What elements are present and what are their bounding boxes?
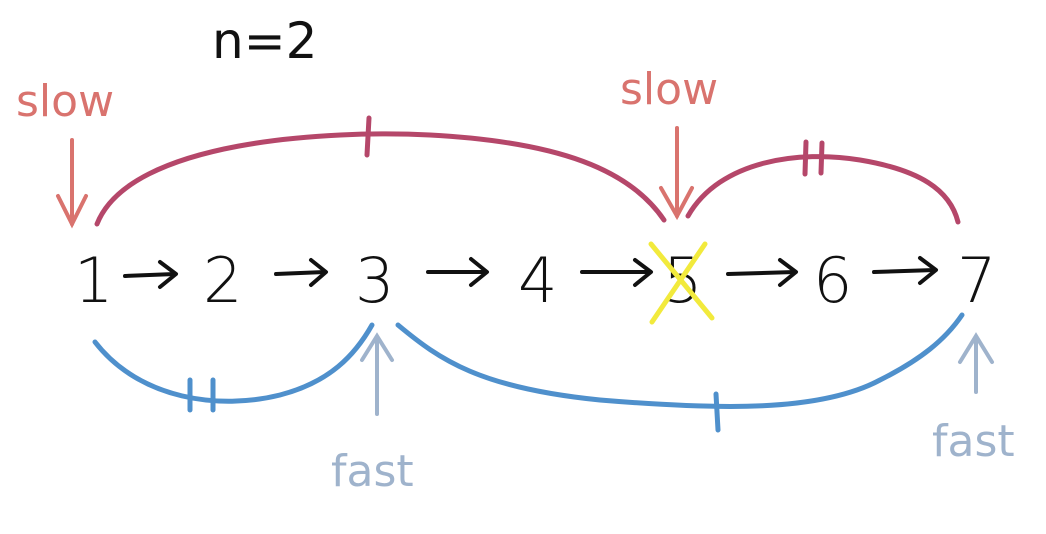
arrow-4-to-5 — [580, 258, 653, 287]
title-n-equals-2: n=2 — [212, 12, 317, 70]
arrow-6-to-7 — [872, 256, 938, 285]
node-2: 2 — [203, 244, 242, 317]
slow-start-label: slow — [16, 76, 114, 127]
fast-end-label: fast — [932, 416, 1015, 467]
fast-start-arrow-head — [360, 332, 394, 362]
arrow-3-to-4 — [426, 257, 489, 287]
list-nodes: 1 2 3 4 5 6 7 — [74, 244, 996, 317]
fast-end-group: fast — [932, 332, 1015, 467]
fast-start-group: fast — [331, 332, 414, 497]
node-3: 3 — [355, 244, 394, 317]
bottom-arc-short — [92, 322, 375, 404]
slow-start-group: slow — [16, 76, 114, 229]
slow-start-arrow-head — [56, 194, 88, 229]
bottom-arc-long — [395, 312, 965, 409]
top-arc-short — [685, 154, 961, 225]
arrow-2-to-3 — [274, 258, 328, 287]
fast-end-arrow-head — [958, 332, 994, 364]
node-1: 1 — [74, 244, 113, 317]
slow-end-label: slow — [620, 64, 718, 115]
node-4: 4 — [518, 244, 557, 317]
bottom-arc-single-tick — [713, 391, 721, 433]
removed-node-cross-icon — [648, 241, 715, 325]
top-arcs — [94, 115, 961, 227]
top-arc-double-tick-2 — [818, 140, 825, 176]
slow-end-arrow-head — [659, 186, 694, 221]
bottom-arcs — [92, 312, 965, 433]
list-arrows — [123, 256, 938, 289]
arrow-5-to-6 — [726, 258, 798, 287]
arrow-1-to-2 — [123, 260, 178, 289]
top-arc-double-tick-1 — [802, 139, 809, 177]
fast-start-label: fast — [331, 446, 414, 497]
node-6: 6 — [813, 244, 852, 317]
node-7: 7 — [957, 244, 996, 317]
top-arc-long — [94, 131, 667, 227]
slow-end-group: slow — [620, 64, 718, 221]
top-arc-single-tick — [364, 115, 372, 158]
